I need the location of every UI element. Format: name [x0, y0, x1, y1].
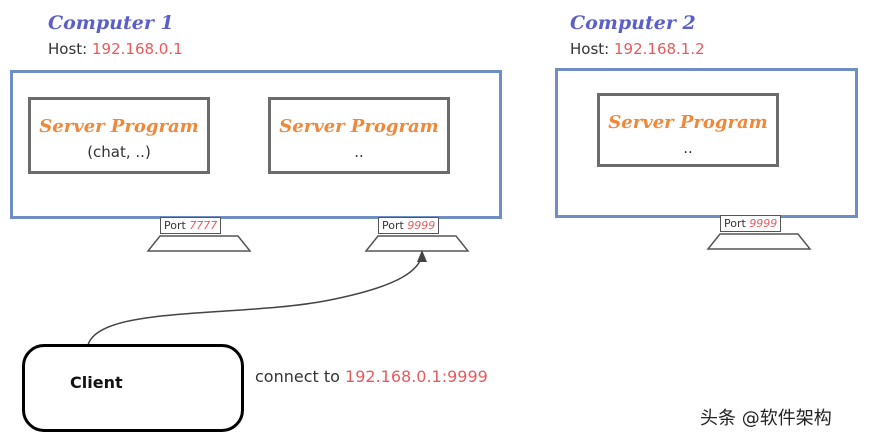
port-base-9999-a	[364, 235, 470, 252]
port-9999-label-computer-1: Port 9999	[378, 217, 440, 234]
client-connection-arrow	[87, 253, 423, 346]
host-label: Host:	[570, 40, 610, 58]
computer-1-title: Computer 1	[48, 12, 174, 34]
connect-label: connect to	[255, 367, 340, 386]
server-sub: ..	[354, 143, 364, 161]
computer-2-host: Host: 192.168.1.2	[570, 40, 705, 58]
arrow-head	[417, 250, 427, 262]
server-title: Server Program	[279, 116, 439, 137]
port-word: Port	[164, 219, 186, 232]
client-box: Client	[22, 344, 244, 432]
connect-target: 192.168.0.1:9999	[345, 367, 488, 386]
server-program-2: Server Program ..	[268, 97, 450, 174]
port-number: 7777	[189, 219, 218, 232]
port-number: 9999	[407, 219, 436, 232]
server-sub: ..	[683, 139, 693, 157]
host-ip: 192.168.1.2	[614, 40, 705, 58]
server-program-1: Server Program (chat, ..)	[28, 97, 210, 174]
watermark: 头条 @软件架构	[700, 408, 832, 429]
port-base-9999-b	[706, 233, 812, 250]
host-ip: 192.168.0.1	[92, 40, 183, 58]
computer-1-host: Host: 192.168.0.1	[48, 40, 183, 58]
port-word: Port	[724, 217, 746, 230]
port-word: Port	[382, 219, 404, 232]
port-9999-label-computer-2: Port 9999	[720, 215, 782, 232]
port-base-7777	[146, 235, 252, 252]
port-7777-label: Port 7777	[160, 217, 222, 234]
host-label: Host:	[48, 40, 88, 58]
server-program-3: Server Program ..	[597, 93, 779, 167]
connect-text: connect to 192.168.0.1:9999	[255, 367, 488, 386]
server-title: Server Program	[39, 116, 199, 137]
computer-2-title: Computer 2	[570, 12, 696, 34]
port-number: 9999	[749, 217, 778, 230]
server-sub: (chat, ..)	[87, 143, 151, 161]
client-label: Client	[70, 373, 123, 392]
server-title: Server Program	[608, 112, 768, 133]
